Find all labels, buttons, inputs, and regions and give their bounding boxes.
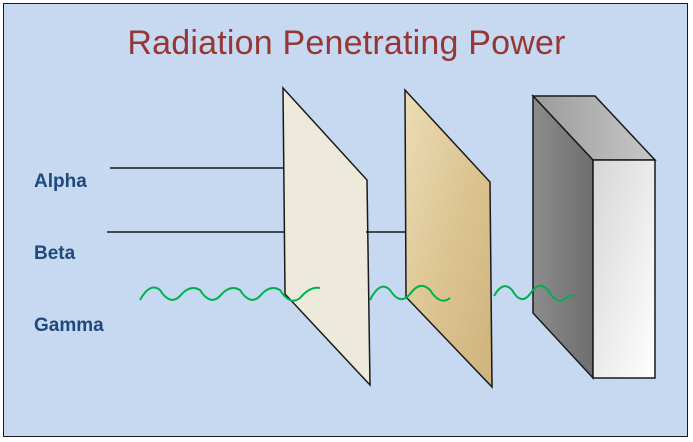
gamma-wave-2 (369, 284, 451, 302)
aluminum-foil-sheet (404, 88, 493, 389)
diagram-title: Radiation Penetrating Power (127, 24, 566, 62)
gamma-label: Gamma (34, 315, 104, 336)
paper-sheet (282, 86, 371, 387)
alpha-label: Alpha (34, 171, 87, 192)
beta-label: Beta (34, 243, 76, 264)
lead-block-front (592, 159, 656, 379)
gamma-wave-1 (139, 286, 321, 302)
gamma-wave-3 (493, 284, 575, 302)
